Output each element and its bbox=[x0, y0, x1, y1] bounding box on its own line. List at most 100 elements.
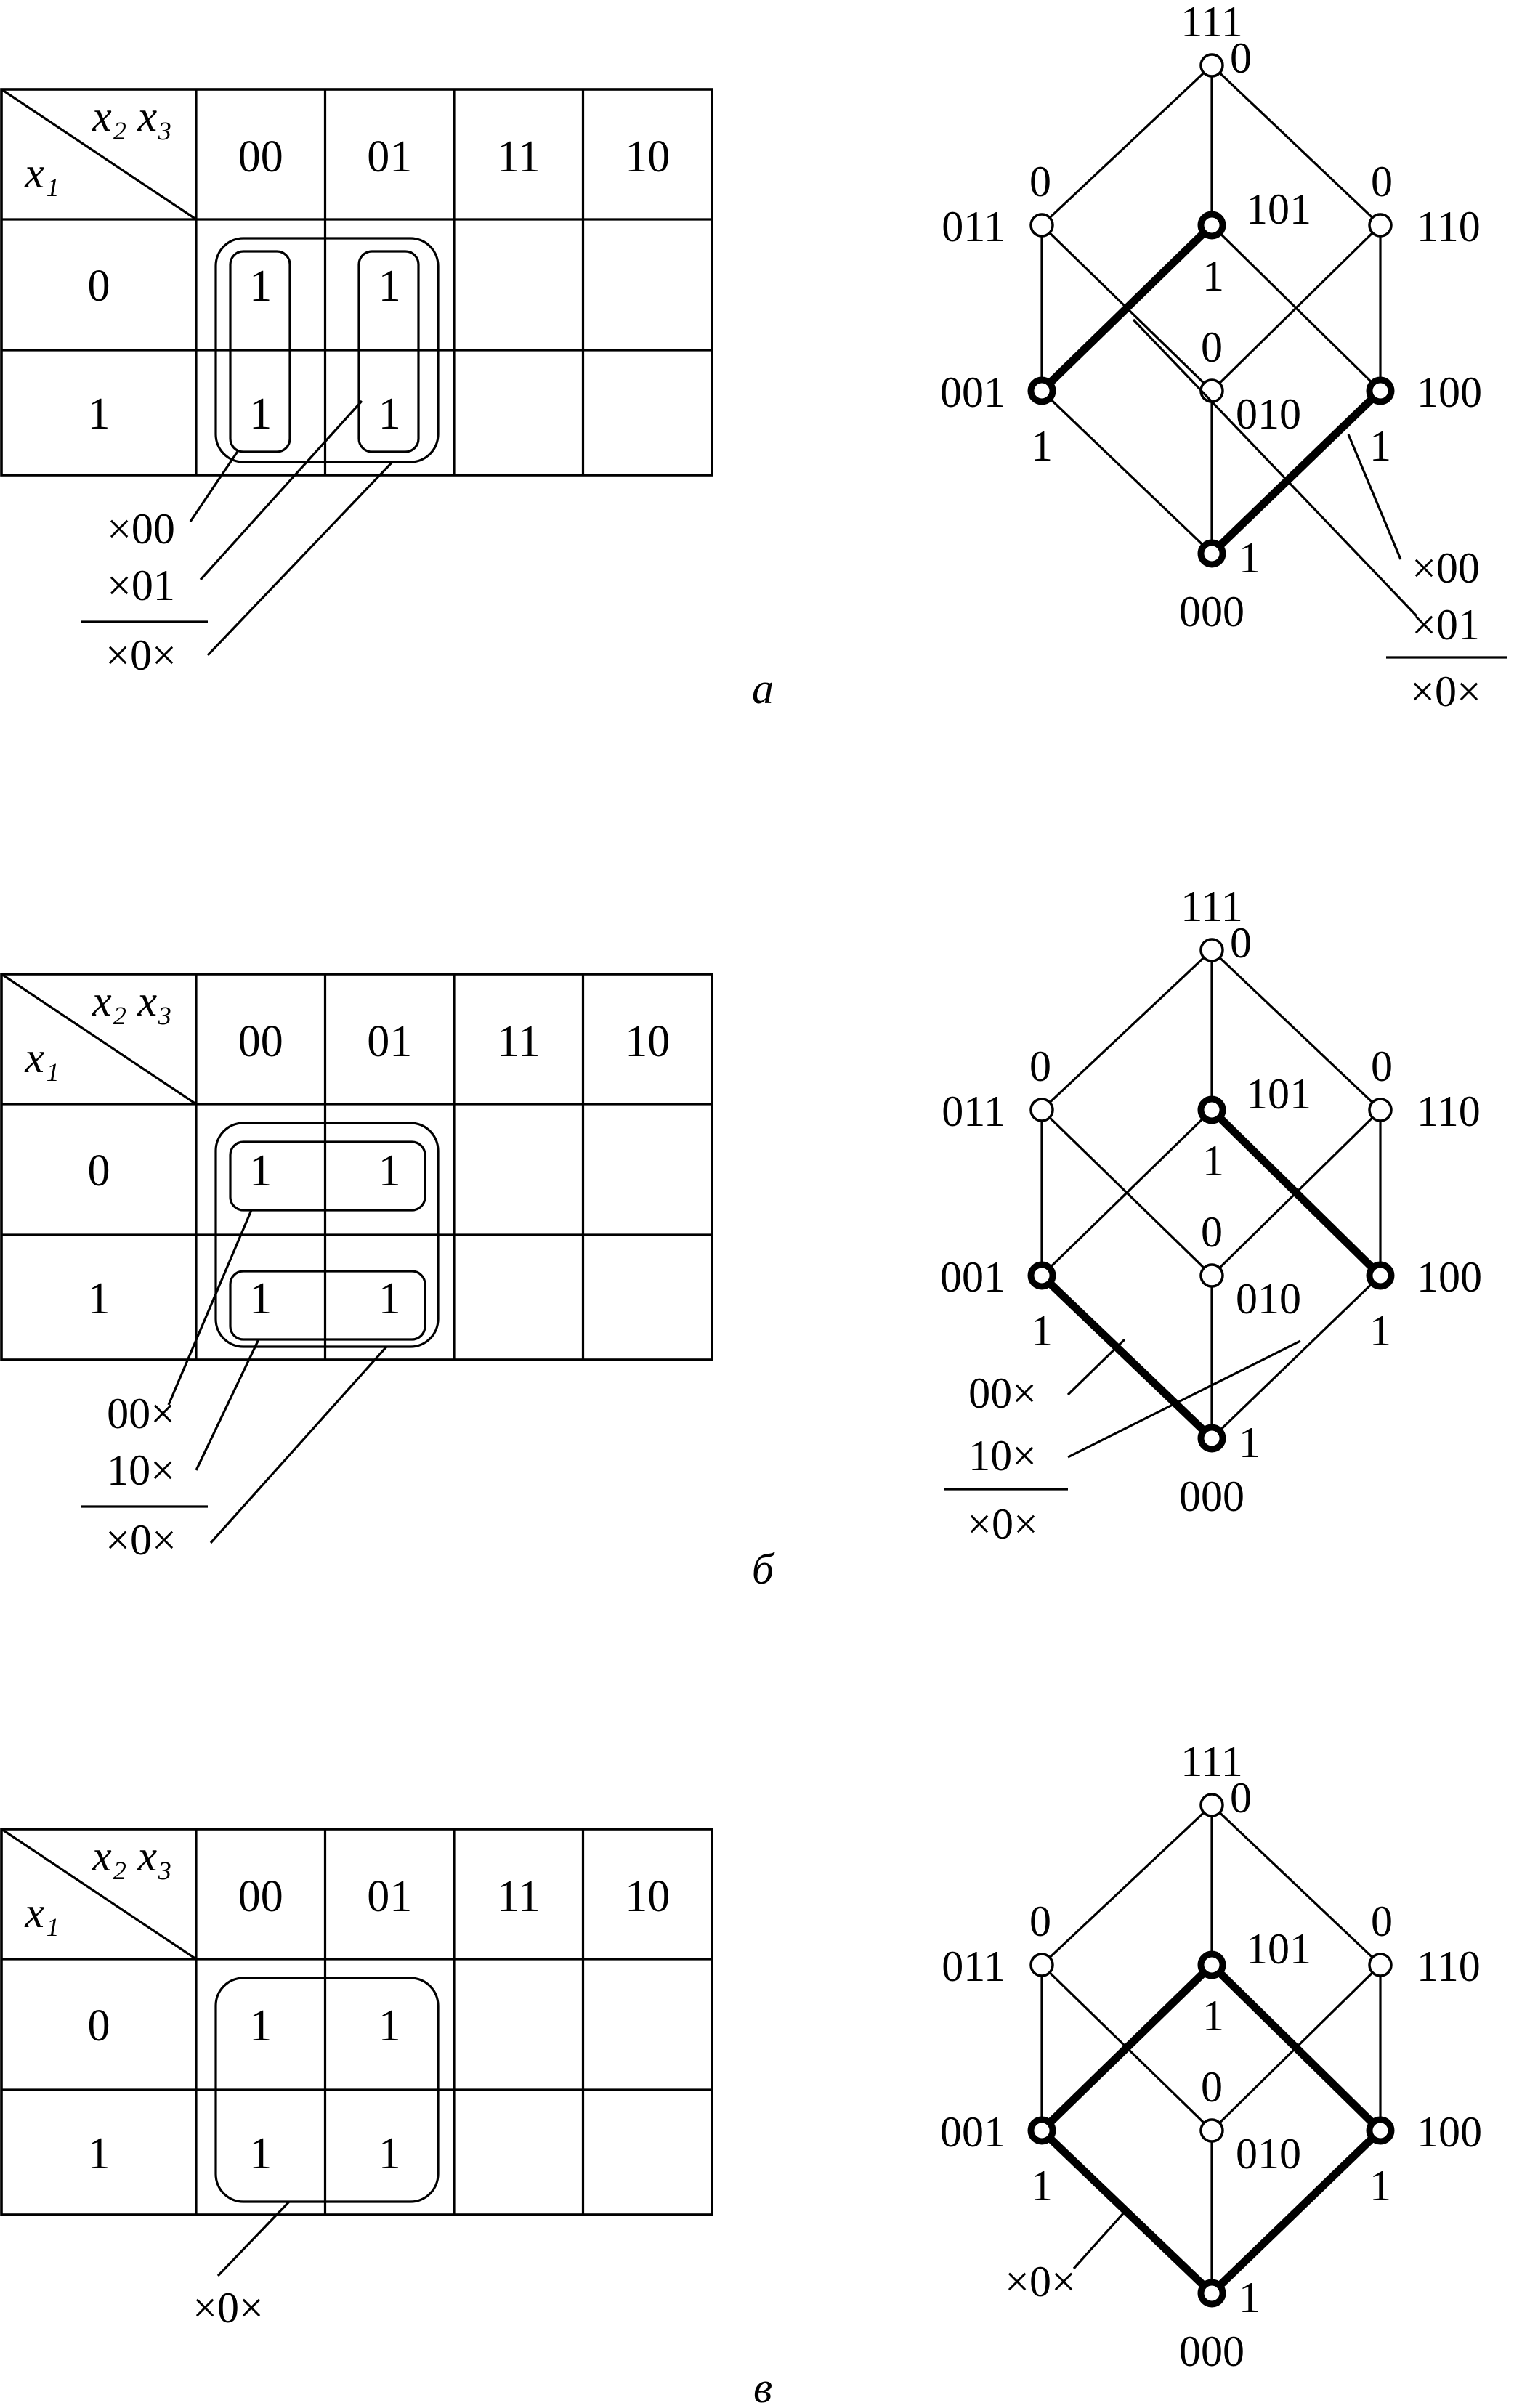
cube-vertex-value: 0 bbox=[1201, 323, 1223, 371]
kmap-term: 10× bbox=[107, 1446, 175, 1494]
cube-vertex-code: 001 bbox=[940, 2108, 1005, 2156]
kmap-corner-diagonal bbox=[1, 88, 197, 221]
kmap-column-header: 00 bbox=[238, 132, 283, 182]
cube-edge-101-001 bbox=[1040, 1108, 1213, 1277]
cube-vertex-code: 101 bbox=[1246, 1925, 1311, 1973]
cube-vertex-110 bbox=[1368, 1098, 1393, 1122]
cube-vertex-value: 1 bbox=[1369, 2162, 1391, 2210]
cube-vertex-code: 000 bbox=[1179, 588, 1244, 636]
cube-term: 10× bbox=[968, 1432, 1037, 1480]
cube-vertex-value: 1 bbox=[1369, 422, 1391, 470]
kmap-column-header: 10 bbox=[625, 132, 670, 182]
cube-vertex-value: 0 bbox=[1029, 1042, 1051, 1090]
cube-term: ×01 bbox=[1412, 601, 1480, 649]
kmap-group-loop bbox=[214, 1977, 440, 2203]
cube-vertex-111 bbox=[1199, 1793, 1224, 1817]
cube-vertex-code: 010 bbox=[1236, 390, 1301, 438]
cube-vertex-011 bbox=[1029, 213, 1054, 238]
cube-edges bbox=[1037, 1804, 1385, 2298]
kmap-group-loop bbox=[214, 1122, 440, 1348]
kmap-leader-lines bbox=[167, 1209, 388, 1544]
cube-vertex-010 bbox=[1199, 378, 1224, 403]
cube-vertex-value: 0 bbox=[1029, 1897, 1051, 1945]
cube-vertex-011 bbox=[1029, 1098, 1054, 1122]
cube-edge-111-011 bbox=[1040, 949, 1213, 1111]
cube-vertex-code: 011 bbox=[942, 1087, 1005, 1135]
kmap-cell-value: 1 bbox=[378, 2001, 401, 2051]
kmap-cell-value: 1 bbox=[249, 262, 272, 311]
kmap-column-header: 10 bbox=[625, 1017, 670, 1066]
kmap-result: ×0× bbox=[105, 1516, 177, 1564]
cube-term: 00× bbox=[968, 1369, 1037, 1417]
cube-vertex-value: 1 bbox=[1031, 422, 1053, 470]
leader-line bbox=[1067, 1339, 1301, 1459]
cube-vertex-000 bbox=[1197, 539, 1226, 568]
kmap-cell-value: 1 bbox=[378, 1274, 401, 1323]
cube-vertex-value: 1 bbox=[1239, 534, 1260, 582]
cube-vertex-value: 0 bbox=[1201, 2063, 1223, 2111]
cube-leader-lines bbox=[1072, 2210, 1126, 2270]
cube-vertex-value: 1 bbox=[1239, 1419, 1260, 1467]
cube-vertex-100 bbox=[1366, 1261, 1395, 1290]
cube-vertex-value: 1 bbox=[1202, 252, 1224, 300]
cube-edge-100-000 bbox=[1207, 2126, 1385, 2298]
cube-vertex-value: 0 bbox=[1371, 158, 1393, 206]
kmap-frame bbox=[0, 88, 713, 477]
cube-vertex-111 bbox=[1199, 938, 1224, 962]
leader-line bbox=[1132, 318, 1418, 617]
leader-line bbox=[1347, 434, 1402, 560]
cube-vertex-110 bbox=[1368, 1953, 1393, 1977]
kmap-group-loop bbox=[229, 250, 291, 453]
cube-result: ×0× bbox=[1410, 668, 1481, 715]
kmap-column-header: 11 bbox=[497, 1872, 541, 1921]
cube-vertex-100 bbox=[1366, 2116, 1395, 2145]
cube-vertex-value: 1 bbox=[1031, 1307, 1053, 1355]
boolean-cube: 11100110101111000011010010010001×00×01×0… bbox=[940, 0, 1507, 715]
kmap-row-header: 0 bbox=[88, 262, 110, 311]
kmap-cell-value: 1 bbox=[249, 2001, 272, 2051]
cube-vertex-code: 111 bbox=[1181, 1738, 1243, 1785]
kmap-group-loop bbox=[229, 1270, 426, 1341]
kmap-leader-lines bbox=[216, 2200, 291, 2277]
cube-edge-110-010 bbox=[1210, 1963, 1382, 2132]
kmap-column-variables: x₂ x₃ bbox=[92, 1832, 172, 1880]
cube-vertex-101 bbox=[1197, 211, 1226, 240]
cube-vertex-code: 101 bbox=[1246, 185, 1311, 233]
cube-result: ×0× bbox=[1005, 2258, 1076, 2306]
kmap-row-header: 0 bbox=[88, 1146, 110, 1196]
cube-vertex-code: 101 bbox=[1246, 1070, 1311, 1118]
cube-vertex-value: 1 bbox=[1031, 2162, 1053, 2210]
kmap-result: ×0× bbox=[105, 631, 177, 679]
kmap-corner-diagonal bbox=[1, 1828, 197, 1961]
boolean-cube: 1110011010111100001101001001000100×10××0… bbox=[940, 883, 1482, 1548]
kmap-group-loop bbox=[214, 237, 440, 463]
kmap-term: ×01 bbox=[107, 562, 175, 609]
cube-vertex-code: 111 bbox=[1181, 0, 1243, 46]
kmap-cell-value: 1 bbox=[378, 262, 401, 311]
kmap-column-header: 11 bbox=[497, 1017, 541, 1066]
leader-line bbox=[189, 450, 240, 522]
cube-vertex-value: 1 bbox=[1202, 1992, 1224, 2040]
cube-vertex-code: 110 bbox=[1417, 1942, 1481, 1990]
cube-result: ×0× bbox=[967, 1500, 1038, 1548]
cube-vertex-value: 1 bbox=[1202, 1137, 1224, 1185]
kmap-row-header: 1 bbox=[88, 2129, 110, 2178]
cube-vertex-code: 000 bbox=[1179, 1472, 1244, 1520]
kmap-column-header: 10 bbox=[625, 1872, 670, 1921]
kmap-row-variable: x₁ bbox=[24, 1034, 60, 1082]
cube-vertex-code: 100 bbox=[1417, 2108, 1482, 2156]
kmap-term: 00× bbox=[107, 1390, 175, 1438]
cube-vertex-value: 0 bbox=[1029, 158, 1051, 206]
cube-vertex-111 bbox=[1199, 53, 1224, 78]
kmap-corner-diagonal bbox=[1, 973, 197, 1106]
kmap-cell-value: 1 bbox=[249, 389, 272, 439]
kmap-row-header: 1 bbox=[88, 1274, 110, 1323]
cube-vertex-value: 0 bbox=[1230, 1774, 1252, 1822]
kmap-row-variable: x₁ bbox=[24, 149, 60, 197]
cube-vertex-code: 110 bbox=[1417, 203, 1481, 251]
